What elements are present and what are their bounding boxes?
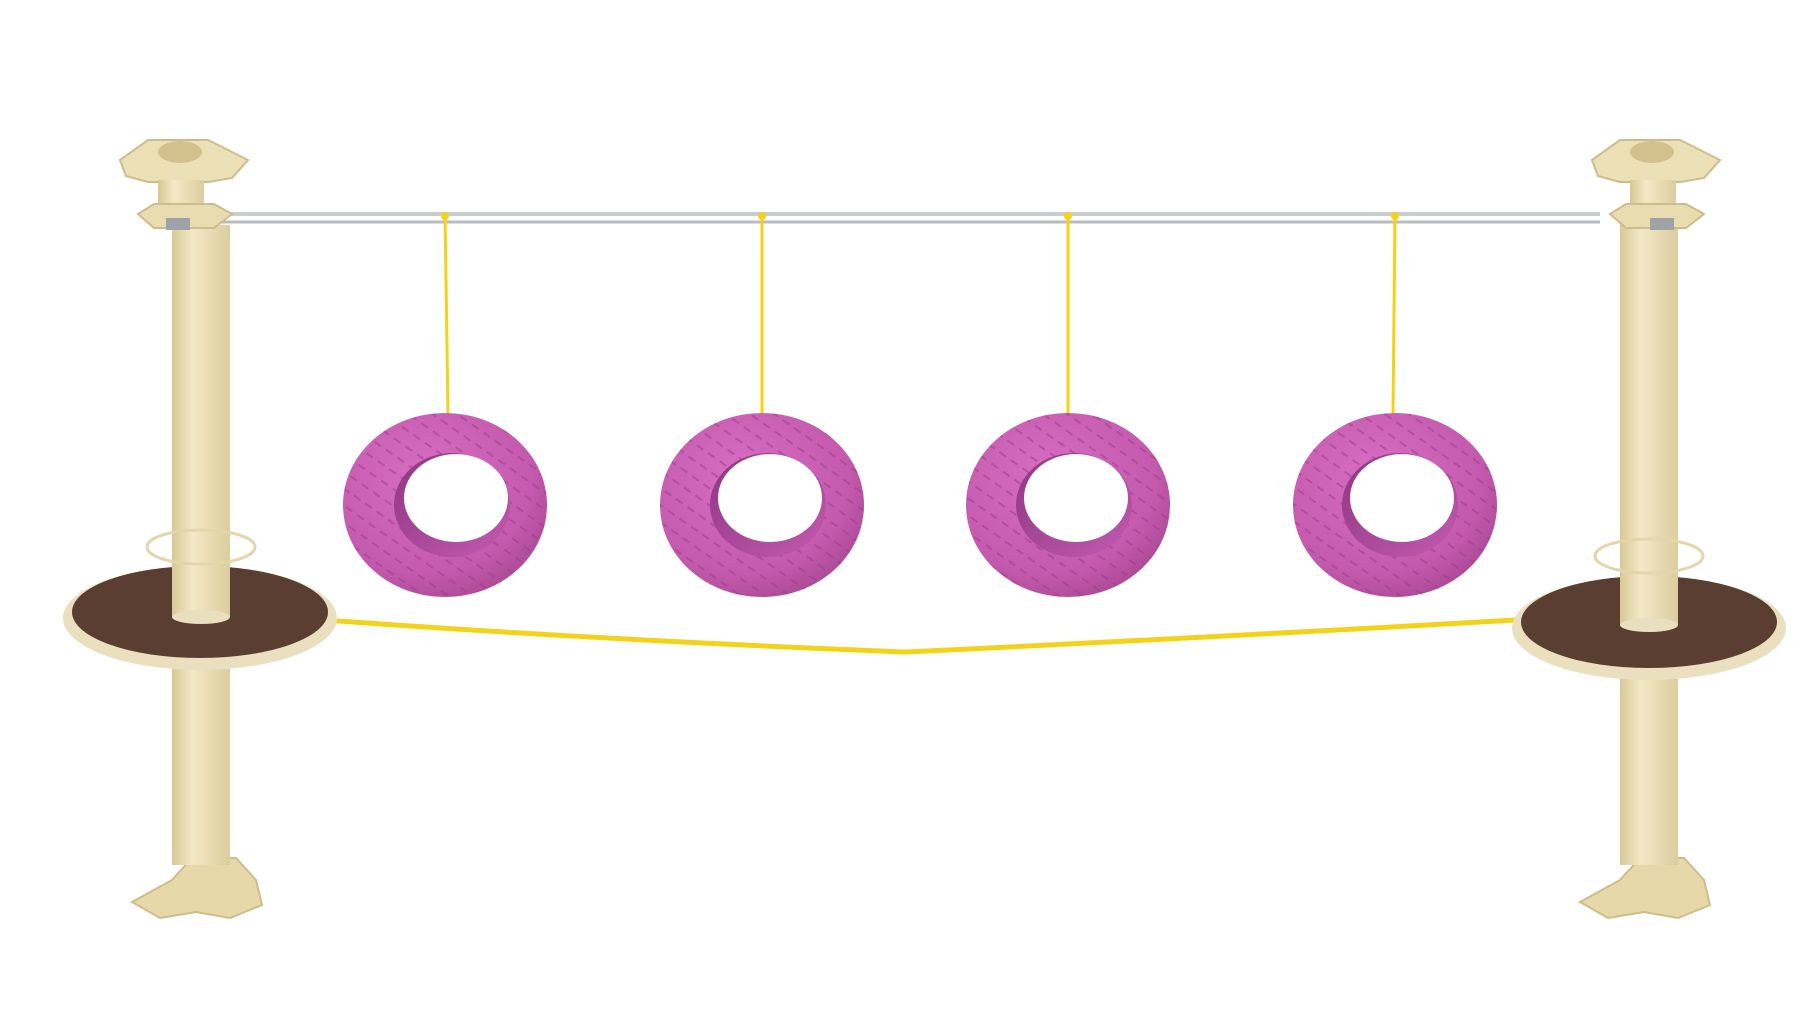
tire-4 xyxy=(1293,212,1497,597)
tire-3 xyxy=(966,212,1170,597)
tire-4-rope xyxy=(1391,213,1397,416)
left-post-base xyxy=(129,857,264,920)
right-platform-ring xyxy=(1593,537,1705,575)
right-post-shaft xyxy=(1620,225,1678,865)
left-post xyxy=(118,139,264,920)
tire-2 xyxy=(660,212,864,597)
tire-1 xyxy=(343,212,547,597)
foot-rope xyxy=(324,617,1516,655)
right-post xyxy=(1577,139,1722,920)
left-platform xyxy=(63,528,337,670)
left-platform-ring xyxy=(145,528,257,566)
tire-1-rope xyxy=(443,213,450,416)
left-post-shaft xyxy=(172,225,230,865)
right-platform xyxy=(1512,537,1786,680)
right-post-base xyxy=(1577,857,1712,920)
